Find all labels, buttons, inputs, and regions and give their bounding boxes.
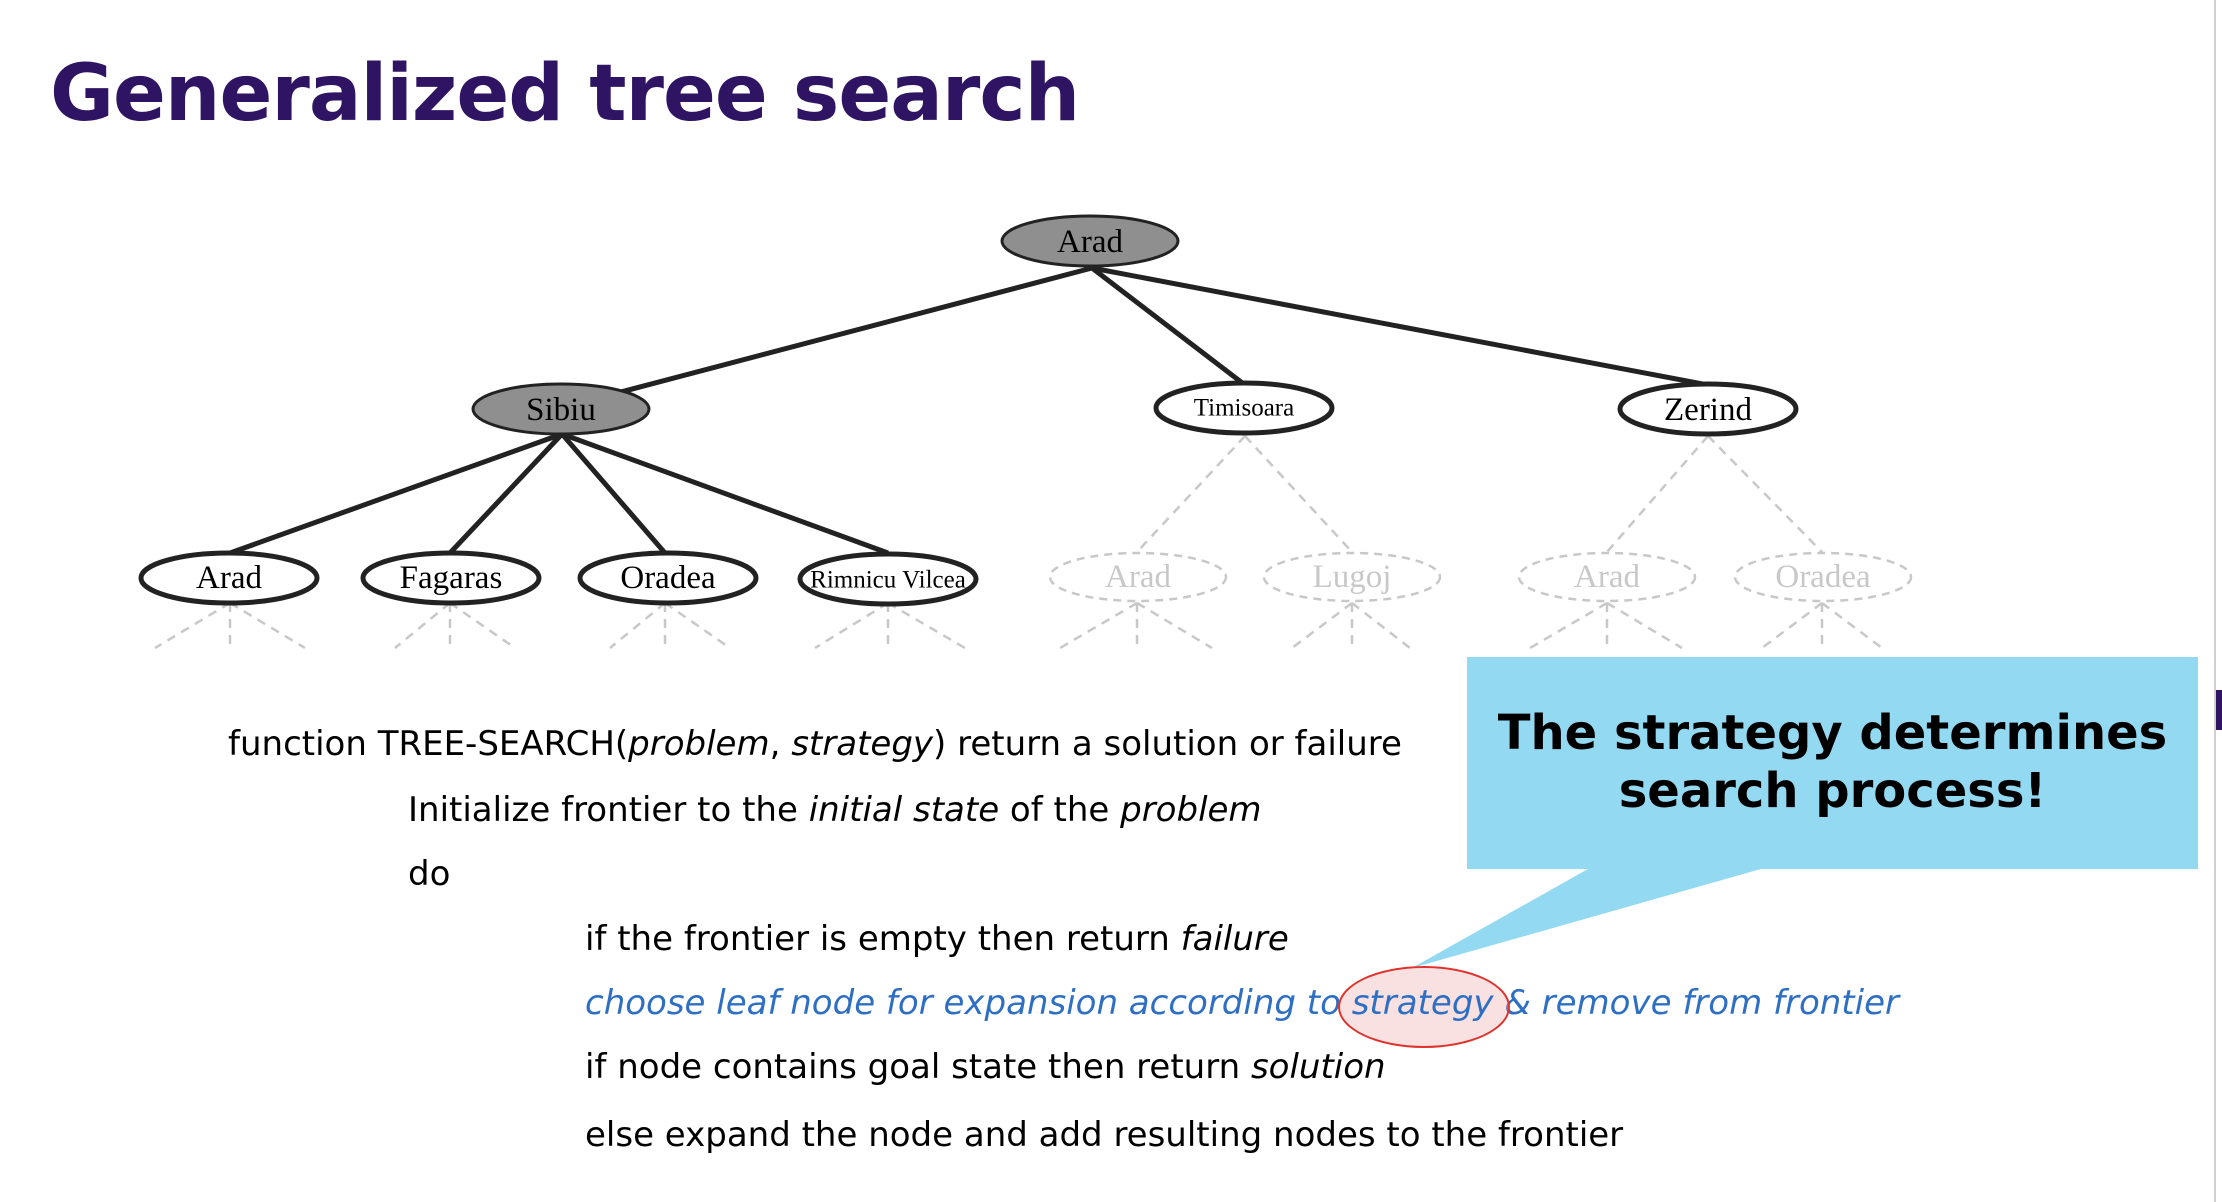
node-label: Arad [1105, 559, 1171, 595]
edge-timisoara-lugoj [1244, 435, 1353, 553]
node-rimnicu-vilcea: Rimnicu Vilcea [797, 551, 979, 607]
pseudo-line-choose-leaf: choose leaf node for expansion according… [585, 966, 1899, 1048]
node-root-arad: Arad [1000, 214, 1180, 268]
slide-edge [2214, 0, 2216, 1202]
node-label: Arad [196, 560, 262, 596]
unexplored-stubs [154, 601, 1883, 650]
pseudo-line-expand: else expand the node and add resulting n… [585, 1115, 1624, 1155]
node-zerind-arad: Arad [1517, 551, 1697, 603]
node-fagaras: Fagaras [360, 550, 542, 606]
edge-zerind-oradea [1707, 435, 1823, 553]
node-sibiu-arad: Arad [138, 550, 320, 606]
code-text: if node contains goal state then return [585, 1047, 1251, 1087]
code-text: if the frontier is empty then return [585, 919, 1181, 959]
node-label: Zerind [1664, 392, 1752, 428]
node-sibiu: Sibiu [471, 382, 651, 436]
node-lugoj: Lugoj [1262, 551, 1442, 603]
node-timisoara-arad: Arad [1048, 551, 1228, 603]
edge-marker [2216, 690, 2222, 730]
node-label: Oradea [1775, 559, 1871, 595]
code-arg-problem: problem [628, 724, 770, 764]
code-text: Initialize frontier to the [408, 790, 809, 830]
node-label: Sibiu [526, 392, 596, 428]
node-zerind-oradea: Oradea [1733, 551, 1913, 603]
strategy-highlight: strategy [1337, 966, 1510, 1048]
edge-sibiu-fagaras [448, 432, 564, 555]
edge-arad-sibiu [559, 265, 1093, 411]
code-arg-strategy: strategy [791, 724, 934, 764]
node-timisoara: Timisoara [1153, 380, 1335, 436]
pseudo-line-initialize: Initialize frontier to the initial state… [408, 793, 1262, 827]
callout-line-1: The strategy determines [1497, 705, 2168, 762]
edge-zerind-arad [1606, 435, 1709, 553]
code-text: ) return a solution or failure [933, 724, 1402, 764]
edge-timisoara-arad [1136, 435, 1246, 553]
pseudo-line-goal-check: if node contains goal state then return … [585, 1050, 1386, 1084]
pseudo-line-empty-check: if the frontier is empty then return fai… [585, 922, 1289, 956]
highlight-circle [1337, 966, 1510, 1048]
code-text: , [769, 724, 792, 764]
pseudo-line-do: do [408, 854, 451, 894]
callout-bubble: The strategy determines search process! [1467, 657, 2198, 869]
callout-line-2: search process! [1618, 763, 2047, 819]
code-em: solution [1250, 1047, 1386, 1087]
edge-sibiu-oradea [560, 432, 667, 555]
code-em: initial state [808, 790, 1000, 830]
edge-sibiu-rimnicu [561, 431, 889, 556]
search-tree-diagram: Arad Sibiu Timisoara Zerind Arad Fagaras… [138, 214, 1913, 650]
edge-arad-zerind [1091, 265, 1709, 388]
code-text: function TREE-SEARCH( [228, 724, 629, 764]
edge-arad-timisoara [1090, 266, 1247, 387]
code-em: failure [1180, 919, 1289, 959]
slide-title: Generalized tree search [50, 49, 1080, 139]
pseudo-line-function: function TREE-SEARCH(problem, strategy) … [228, 727, 1402, 761]
code-highlight-word: strategy [1351, 983, 1494, 1023]
node-label: Lugoj [1313, 559, 1392, 595]
node-label: Arad [1057, 224, 1123, 260]
node-label: Rimnicu Vilcea [810, 567, 966, 594]
code-text: & remove from frontier [1493, 983, 1899, 1023]
node-zerind: Zerind [1617, 381, 1799, 437]
code-em: problem [1120, 790, 1262, 830]
edge-sibiu-arad [229, 431, 563, 556]
node-oradea: Oradea [577, 550, 759, 606]
code-text: of the [999, 790, 1121, 830]
node-label: Oradea [620, 560, 716, 596]
code-text: choose leaf node for expansion according… [585, 983, 1352, 1023]
node-label: Timisoara [1194, 395, 1294, 422]
node-label: Arad [1574, 559, 1640, 595]
node-label: Fagaras [400, 560, 503, 596]
